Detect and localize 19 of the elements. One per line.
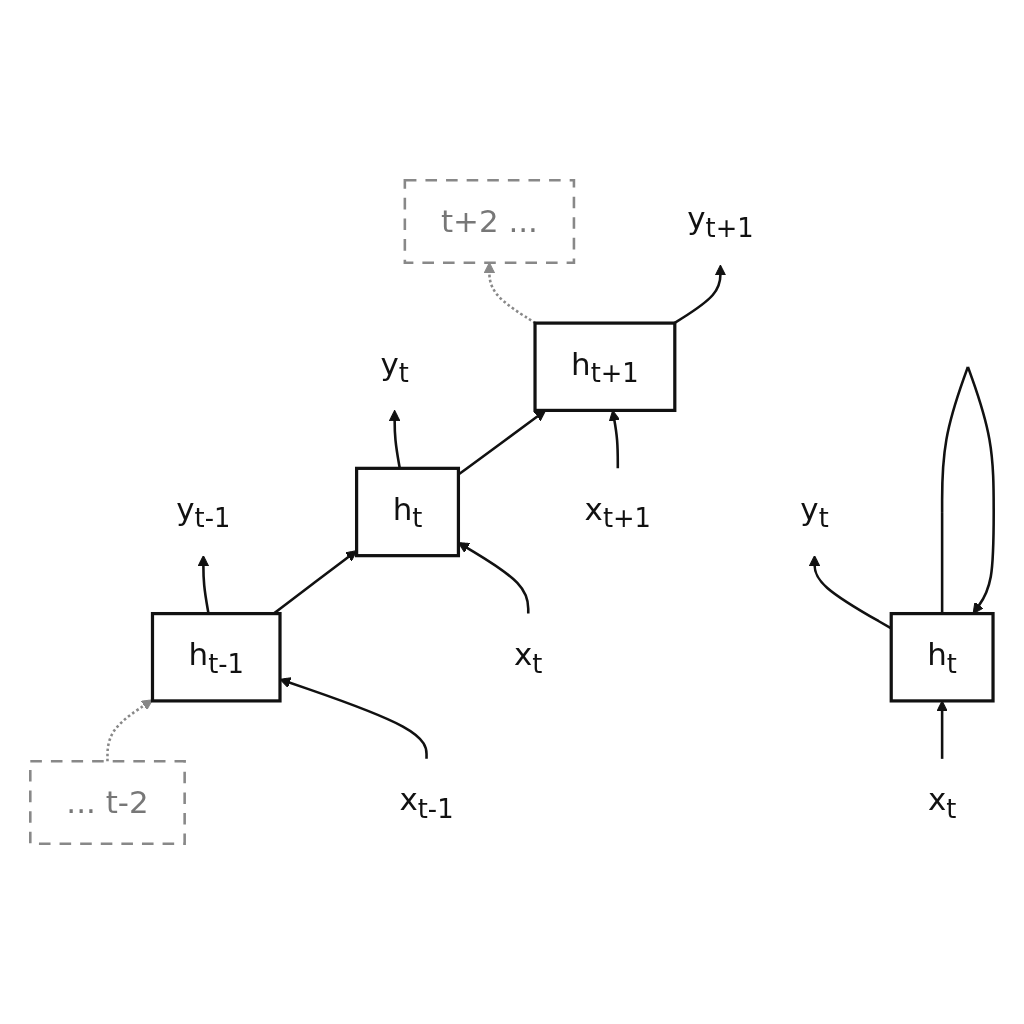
- node-box: h$_{t}$: [355, 466, 461, 558]
- node-box: h$_{t}$: [889, 612, 995, 703]
- node-text: x$_{t}$: [927, 782, 957, 825]
- node-text: x$_{t}$: [514, 636, 543, 680]
- arrow: [197, 555, 210, 614]
- node-box: ... t-2: [29, 760, 186, 845]
- node-text: x$_{t-1}$: [399, 782, 454, 825]
- node-text: y$_{t+1}$: [687, 201, 754, 244]
- arrow: [936, 700, 948, 759]
- node-text: y$_{t}$: [380, 346, 409, 389]
- node-box: h$_{t-1}$: [150, 612, 282, 703]
- arrow: [388, 409, 402, 469]
- arrow: [106, 699, 153, 762]
- arrow: [673, 264, 727, 325]
- node-box: t+2 ...: [403, 179, 576, 264]
- node-text: x$_{t+1}$: [584, 491, 651, 534]
- node-box: h$_{t+1}$: [533, 321, 677, 412]
- node-text: y$_{t-1}$: [176, 491, 231, 534]
- node-text: y$_{t}$: [800, 491, 829, 534]
